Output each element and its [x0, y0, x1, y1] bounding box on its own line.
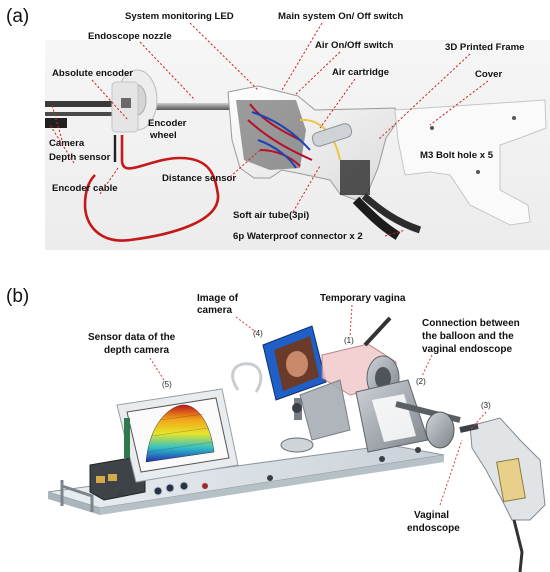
panel-a-label: (a) — [6, 6, 29, 27]
number-5: (5) — [162, 380, 172, 389]
callout-main-switch: Main system On/ Off switch — [278, 11, 403, 22]
callout-camera: Camera — [49, 138, 85, 149]
callout-encoder-wheel-2: wheel — [149, 130, 177, 141]
callout-frame: 3D Printed Frame — [445, 42, 524, 53]
number-4: (4) — [253, 329, 263, 338]
depth-monitor — [116, 388, 239, 483]
callout-air-tube: Soft air tube(3pi) — [233, 210, 309, 221]
callout-cartridge: Air cartridge — [332, 67, 389, 78]
callout-distance: Distance sensor — [162, 173, 236, 184]
callout-abs-encoder: Absolute encoder — [52, 68, 133, 79]
callout-image-1: Image of — [197, 293, 239, 304]
endoscope-rod — [45, 101, 252, 128]
callout-cable: Encoder cable — [52, 183, 118, 194]
callout-connector: 6p Waterproof connector x 2 — [233, 231, 363, 242]
callout-conn-3: vaginal endoscope — [422, 344, 512, 355]
encoder-cable — [83, 135, 220, 242]
callout-led: System monitoring LED — [125, 11, 234, 22]
encoder-wheel — [111, 69, 158, 133]
callout-air-switch: Air On/Off switch — [315, 40, 393, 51]
callout-conn-1: Connection between — [422, 318, 520, 329]
callout-bolt: M3 Bolt hole x 5 — [420, 150, 494, 161]
vaginal-endoscope — [459, 417, 546, 572]
callout-sensor-1: Sensor data of the — [88, 332, 176, 343]
camera-screen — [262, 325, 327, 420]
panel-a-photo — [45, 40, 550, 250]
callout-vag-1: Vaginal — [414, 510, 449, 521]
callout-conn-2: the balloon and the — [422, 331, 514, 342]
panel-a-callouts: System monitoring LED Main system On/ Of… — [49, 11, 524, 242]
number-2: (2) — [416, 377, 426, 386]
cover — [394, 99, 547, 226]
callout-cover: Cover — [475, 69, 502, 80]
callout-temp-vagina: Temporary vagina — [320, 293, 406, 304]
number-1: (1) — [344, 336, 354, 345]
panel-b-render — [47, 316, 546, 572]
panel-b-label: (b) — [6, 286, 29, 307]
callout-depth: Depth sensor — [49, 152, 111, 163]
panel-b-callouts: Image of camera Temporary vagina Connect… — [88, 293, 520, 534]
callout-nozzle: Endoscope nozzle — [88, 31, 172, 42]
callout-image-2: camera — [197, 305, 232, 316]
callout-encoder-wheel-1: Encoder — [148, 118, 187, 129]
callout-vag-2: endoscope — [407, 523, 460, 534]
number-3: (3) — [481, 401, 491, 410]
callout-sensor-2: depth camera — [104, 345, 169, 356]
main-frame — [227, 85, 422, 240]
